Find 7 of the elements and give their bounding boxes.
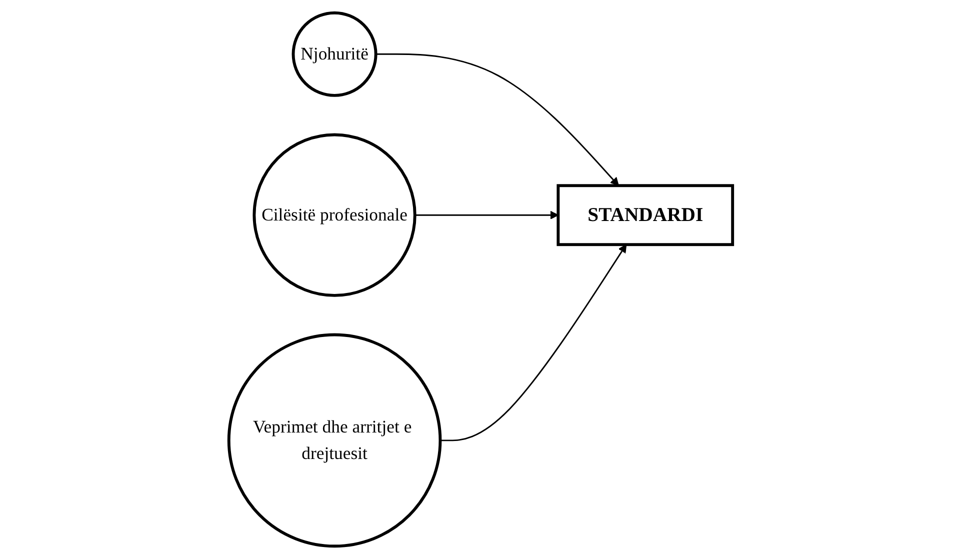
node-circle: Cilësitë profesionale [252,133,416,297]
node-circle: Veprimet dhe arritjet e drejtuesit [227,333,442,548]
arrow [440,244,626,442]
node-box: STANDARDI [556,184,734,246]
arrow [414,210,558,220]
node-circle: Njohuritë [292,11,378,97]
arrow [376,53,619,186]
